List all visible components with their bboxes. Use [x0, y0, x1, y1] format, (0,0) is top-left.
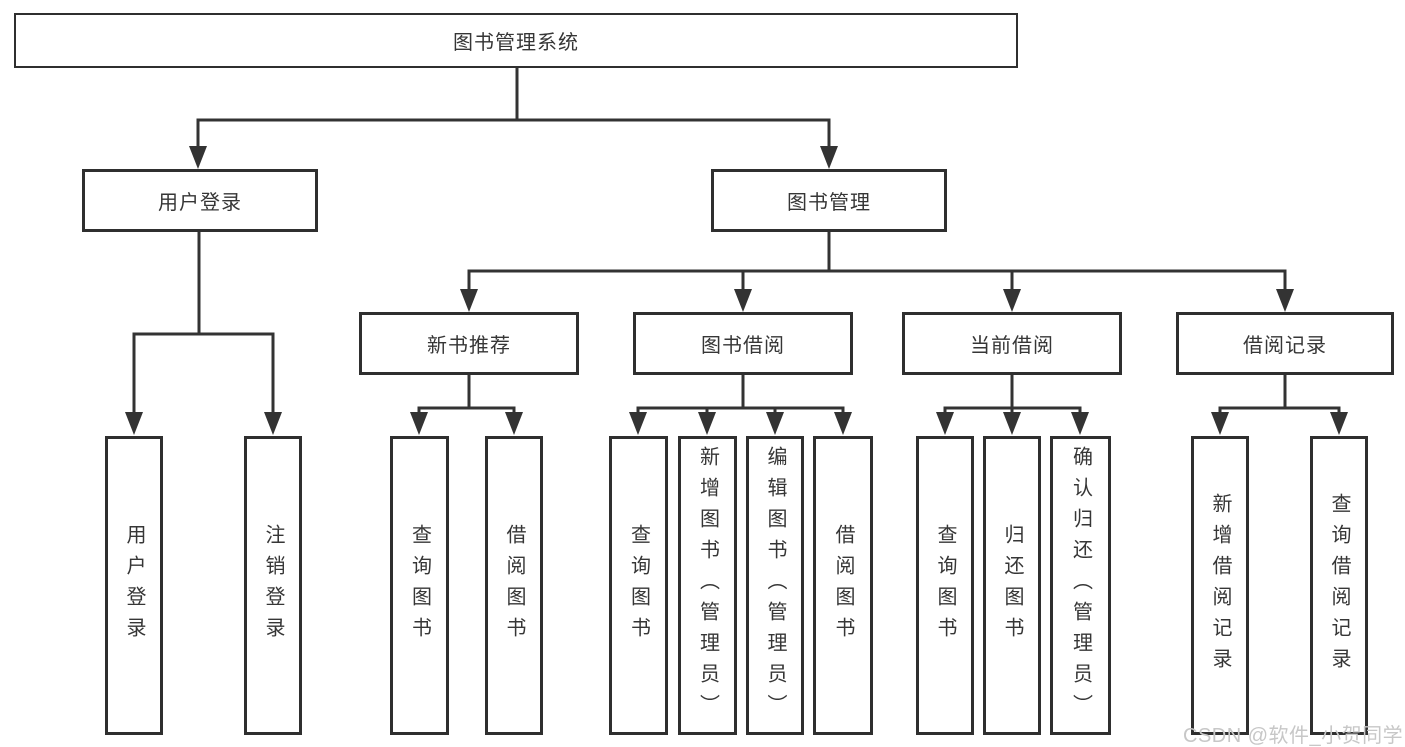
- node-label: 归还图书: [1001, 523, 1023, 648]
- node-label: 图书借阅: [701, 335, 785, 357]
- leaf-borrow-query-books: 查询图书: [609, 436, 668, 735]
- node-label: 用户登录: [123, 523, 145, 648]
- node-new-book-recommend: 新书推荐: [359, 312, 579, 375]
- leaf-current-return-books: 归还图书: [983, 436, 1041, 735]
- node-label: 图书管理: [787, 192, 871, 214]
- leaf-newbook-query-books: 查询图书: [390, 436, 449, 735]
- csdn-watermark: CSDN @软件_小贺同学: [1183, 725, 1404, 747]
- leaf-borrow-add-books-admin: 新增图书（管理员）: [678, 436, 737, 735]
- node-label: 查询图书: [934, 523, 956, 648]
- node-label: 用户登录: [158, 192, 242, 214]
- node-label: 查询图书: [408, 523, 431, 648]
- leaf-current-query-books: 查询图书: [916, 436, 974, 735]
- node-label: 查询图书: [627, 523, 650, 648]
- node-label: 图书管理系统: [453, 32, 579, 54]
- node-current-borrow: 当前借阅: [902, 312, 1122, 375]
- node-label: 确认归还（管理员）: [1069, 446, 1092, 725]
- leaf-newbook-borrow-books: 借阅图书: [485, 436, 543, 735]
- node-label: 借阅图书: [503, 523, 525, 648]
- node-label: 查询借阅记录: [1328, 492, 1350, 679]
- leaf-borrow-edit-books-admin: 编辑图书（管理员）: [746, 436, 804, 735]
- node-label: 当前借阅: [970, 335, 1054, 357]
- node-user-login: 用户登录: [82, 169, 318, 232]
- leaf-borrow-borrow-books: 借阅图书: [813, 436, 873, 735]
- leaf-current-confirm-return-admin: 确认归还（管理员）: [1050, 436, 1111, 735]
- node-book-management: 图书管理: [711, 169, 947, 232]
- node-label: 新书推荐: [427, 335, 511, 357]
- leaf-logout: 注销登录: [244, 436, 302, 735]
- node-label: 注销登录: [262, 523, 284, 648]
- leaf-user-login: 用户登录: [105, 436, 163, 735]
- node-label: 借阅图书: [832, 523, 854, 648]
- node-book-borrow: 图书借阅: [633, 312, 853, 375]
- node-borrow-records: 借阅记录: [1176, 312, 1394, 375]
- node-label: 借阅记录: [1243, 335, 1327, 357]
- node-label: 新增借阅记录: [1209, 492, 1231, 679]
- node-root-system: 图书管理系统: [14, 13, 1018, 68]
- leaf-records-query-record: 查询借阅记录: [1310, 436, 1368, 735]
- leaf-records-add-record: 新增借阅记录: [1191, 436, 1249, 735]
- node-label: 编辑图书（管理员）: [764, 446, 786, 725]
- node-label: 新增图书（管理员）: [696, 446, 719, 725]
